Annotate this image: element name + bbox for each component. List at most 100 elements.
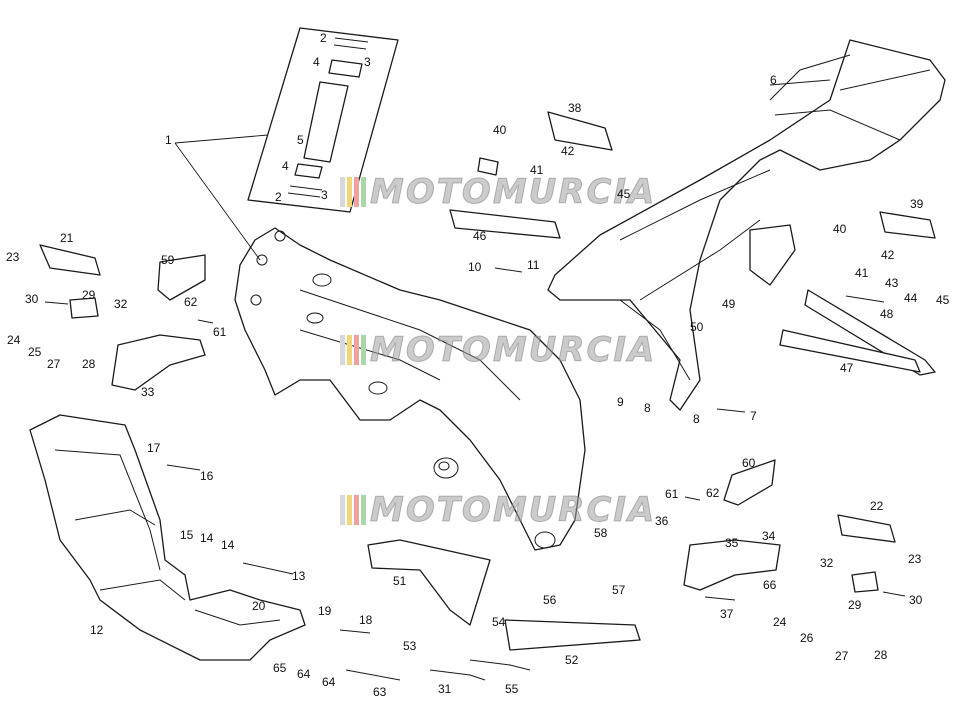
part-label[interactable]: 32 — [114, 297, 128, 311]
part-label[interactable]: 3 — [364, 55, 371, 69]
part-label[interactable]: 47 — [840, 361, 854, 375]
part-label[interactable]: 11 — [527, 258, 540, 272]
part-label[interactable]: 10 — [468, 260, 482, 274]
part-label[interactable]: 61 — [213, 325, 227, 339]
part-label[interactable]: 2 — [275, 190, 282, 204]
part-label[interactable]: 26 — [800, 631, 814, 645]
watermark-text: MOTOMURCIA — [369, 330, 657, 371]
part-label[interactable]: 62 — [706, 486, 720, 500]
part-label[interactable]: 32 — [820, 556, 834, 570]
part-label[interactable]: 18 — [359, 613, 373, 627]
part-label[interactable]: 49 — [722, 297, 736, 311]
part-label[interactable]: 7 — [750, 409, 757, 423]
part-label[interactable]: 50 — [690, 320, 704, 334]
part-label[interactable]: 17 — [147, 441, 161, 455]
part-label[interactable]: 61 — [665, 487, 679, 501]
part-label[interactable]: 31 — [438, 682, 452, 696]
part-label[interactable]: 62 — [184, 295, 198, 309]
part-label[interactable]: 36 — [655, 514, 669, 528]
part-label[interactable]: 51 — [393, 574, 407, 588]
small-parts — [39, 111, 936, 681]
part-label[interactable]: 23 — [6, 250, 20, 264]
part-label[interactable]: 57 — [612, 583, 626, 597]
part-label[interactable]: 21 — [60, 231, 74, 245]
part-label[interactable]: 38 — [568, 101, 582, 115]
part-label[interactable]: 29 — [848, 598, 862, 612]
part-label[interactable]: 23 — [908, 552, 922, 566]
main-frame — [234, 227, 586, 551]
part-label[interactable]: 42 — [561, 144, 575, 158]
watermark-bar — [354, 177, 359, 207]
part-label[interactable]: 1 — [165, 133, 172, 147]
part-label[interactable]: 44 — [904, 291, 918, 305]
part-label[interactable]: 66 — [763, 578, 777, 592]
part-label[interactable]: 22 — [870, 499, 884, 513]
part-label[interactable]: 40 — [833, 222, 847, 236]
part-label[interactable]: 4 — [282, 159, 289, 173]
part-label[interactable]: 41 — [855, 266, 869, 280]
part-label[interactable]: 28 — [82, 357, 96, 371]
part-label[interactable]: 8 — [644, 401, 651, 415]
part-label[interactable]: 20 — [252, 599, 266, 613]
part-label[interactable]: 29 — [82, 288, 96, 302]
lower-cradle — [29, 414, 306, 661]
part-label[interactable]: 56 — [543, 593, 557, 607]
part-label[interactable]: 54 — [492, 615, 506, 629]
part-label[interactable]: 41 — [530, 163, 544, 177]
part-label[interactable]: 63 — [373, 685, 387, 699]
watermark-bar — [354, 335, 359, 365]
part-label[interactable]: 24 — [773, 615, 787, 629]
part-label[interactable]: 53 — [403, 639, 417, 653]
part-label[interactable]: 28 — [874, 648, 888, 662]
part-label[interactable]: 5 — [297, 133, 304, 147]
part-label[interactable]: 34 — [762, 529, 776, 543]
part-label[interactable]: 43 — [885, 276, 899, 290]
watermark: MOTOMURCIA — [340, 490, 656, 531]
part-label[interactable]: 16 — [200, 469, 214, 483]
part-label[interactable]: 42 — [881, 248, 895, 262]
part-label[interactable]: 6 — [770, 73, 777, 87]
watermark-bar — [354, 495, 359, 525]
part-label[interactable]: 30 — [25, 292, 39, 306]
watermark-text: MOTOMURCIA — [369, 172, 657, 213]
part-label[interactable]: 37 — [720, 607, 734, 621]
part-label[interactable]: 48 — [880, 307, 894, 321]
part-label[interactable]: 2 — [320, 31, 327, 45]
part-label[interactable]: 58 — [594, 526, 608, 540]
part-label[interactable]: 40 — [493, 123, 507, 137]
part-label[interactable]: 14 — [221, 538, 235, 552]
part-label[interactable]: 46 — [473, 229, 487, 243]
part-label[interactable]: 14 — [200, 531, 214, 545]
leader-lines — [174, 79, 831, 261]
part-label[interactable]: 15 — [180, 528, 194, 542]
watermark-bar — [361, 335, 366, 365]
part-label[interactable]: 24 — [7, 333, 21, 347]
part-label[interactable]: 65 — [273, 661, 287, 675]
part-label[interactable]: 12 — [90, 623, 104, 637]
part-label[interactable]: 64 — [297, 667, 311, 681]
watermark: MOTOMURCIA — [340, 172, 657, 213]
part-label[interactable]: 33 — [141, 385, 155, 399]
part-label[interactable]: 3 — [321, 188, 328, 202]
part-label[interactable]: 64 — [322, 675, 336, 689]
part-label[interactable]: 4 — [313, 55, 320, 69]
part-label[interactable]: 25 — [28, 345, 42, 359]
part-label[interactable]: 19 — [318, 604, 332, 618]
part-label[interactable]: 9 — [617, 395, 624, 409]
part-label[interactable]: 13 — [292, 569, 306, 583]
part-label[interactable]: 45 — [936, 293, 950, 307]
part-label[interactable]: 59 — [161, 253, 175, 267]
watermark-bar — [361, 177, 366, 207]
part-label[interactable]: 27 — [835, 649, 849, 663]
part-label[interactable]: 30 — [909, 593, 923, 607]
part-label[interactable]: 55 — [505, 682, 519, 696]
part-label[interactable]: 39 — [910, 197, 924, 211]
part-label[interactable]: 60 — [742, 456, 756, 470]
part-label[interactable]: 45 — [617, 187, 631, 201]
part-label[interactable]: 27 — [47, 357, 61, 371]
part-label[interactable]: 52 — [565, 653, 579, 667]
part-label[interactable]: 35 — [725, 536, 739, 550]
part-label[interactable]: 8 — [693, 412, 700, 426]
